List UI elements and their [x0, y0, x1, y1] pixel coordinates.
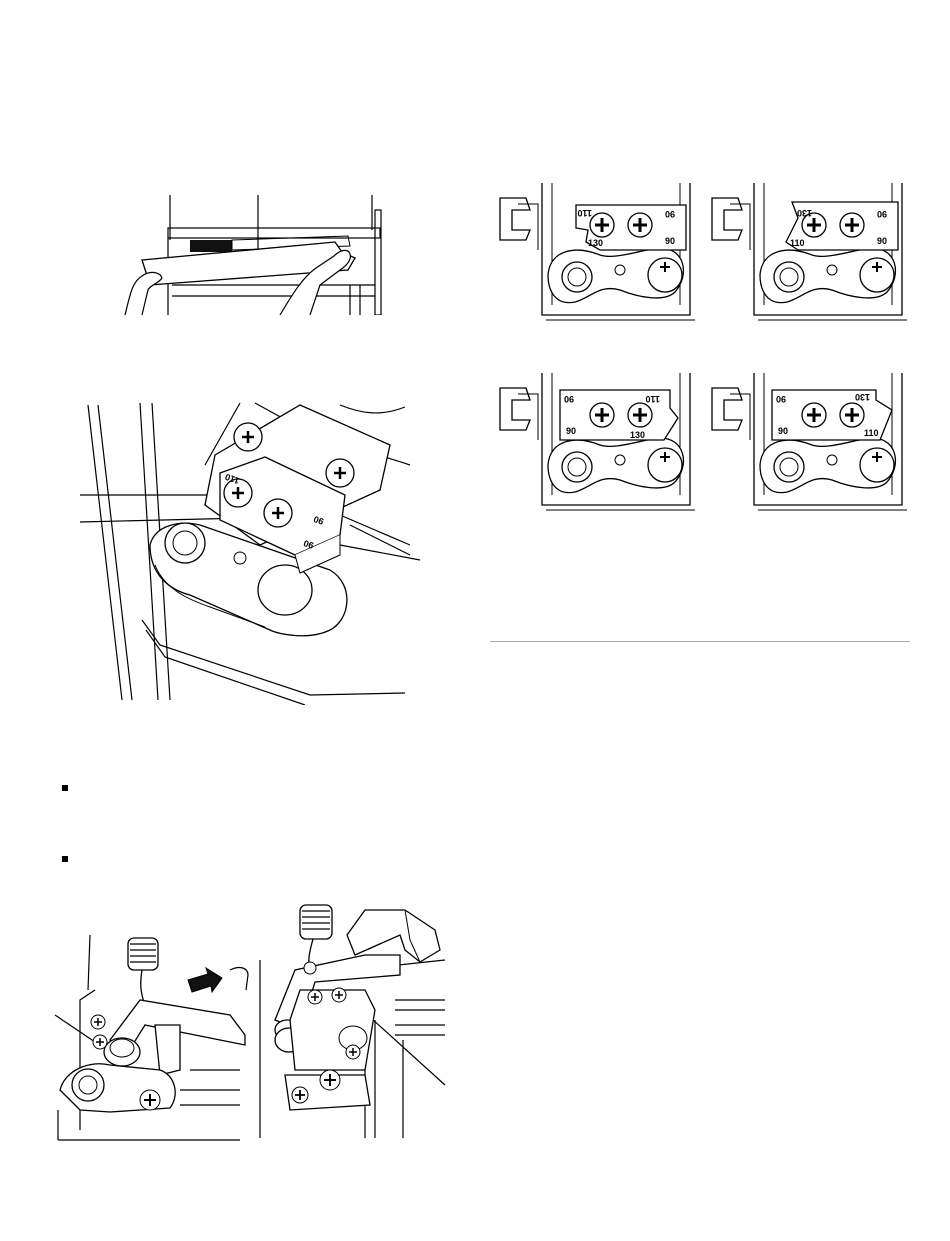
- spring-icon: [128, 938, 158, 1005]
- plate-c-bottom-right: 130: [630, 430, 645, 440]
- plate-a-bottom-right: 90: [665, 236, 675, 246]
- hinge-plate-figure-c: 90 110 90 130: [500, 373, 695, 510]
- hinge-plate-figure-a: 110 90 130 90: [500, 183, 695, 320]
- bullet-marker: [62, 856, 68, 862]
- screw-icon: [326, 459, 354, 487]
- screw-icon: [332, 988, 346, 1002]
- bullet-marker: [62, 785, 68, 791]
- screw-icon: [234, 423, 262, 451]
- left-hand: [125, 272, 162, 315]
- screw-icon: [93, 1035, 107, 1049]
- screw-icon: [91, 1015, 105, 1029]
- plate-c-bottom-left: 90: [566, 426, 576, 436]
- screw-icon: [140, 1090, 160, 1110]
- spring-icon: [300, 905, 332, 972]
- plate-c-top-right: 110: [645, 394, 660, 404]
- section-divider: [490, 641, 910, 642]
- screw-icon: [264, 499, 292, 527]
- plate-d-bottom-left: 90: [778, 426, 788, 436]
- hinge-plate-orientation-grid: 110 90 130 90 130 90 110 90 90 110 90 13…: [490, 180, 915, 520]
- plate-d-top-right: 130: [855, 392, 870, 402]
- grille-removal-illustration: [120, 190, 390, 315]
- hinge-plate-figure-b: 130 90 110 90: [712, 183, 907, 320]
- plate-b-bottom-right: 90: [877, 236, 887, 246]
- plate-d-top-left: 90: [776, 394, 786, 404]
- plate-c-top-left: 90: [564, 394, 574, 404]
- plate-b-top-right: 90: [877, 209, 887, 219]
- plate-a-top-left: 110: [577, 208, 592, 218]
- screw-icon: [292, 1087, 308, 1103]
- screw-icon: [308, 990, 322, 1004]
- hinge-closeup-illustration: 110 90 90: [80, 395, 425, 705]
- plate-a-bottom-left: 130: [588, 238, 603, 248]
- hinge-plate-figure-d: 90 130 90 110: [712, 373, 907, 510]
- spring-hinge-illustration-left: [50, 930, 255, 1145]
- screw-icon: [346, 1045, 360, 1059]
- callout-line-spring: [55, 1015, 95, 1042]
- plate-b-top-left: 130: [797, 208, 812, 218]
- plate-a-top-right: 90: [665, 209, 675, 219]
- callout-line-3: [340, 545, 420, 560]
- spring-hinge-illustration-right: [255, 900, 450, 1145]
- direction-arrow-icon: [188, 968, 222, 992]
- plate-d-bottom-right: 110: [864, 428, 879, 438]
- plate-b-bottom-left: 110: [790, 238, 805, 248]
- screw-icon: [320, 1070, 340, 1090]
